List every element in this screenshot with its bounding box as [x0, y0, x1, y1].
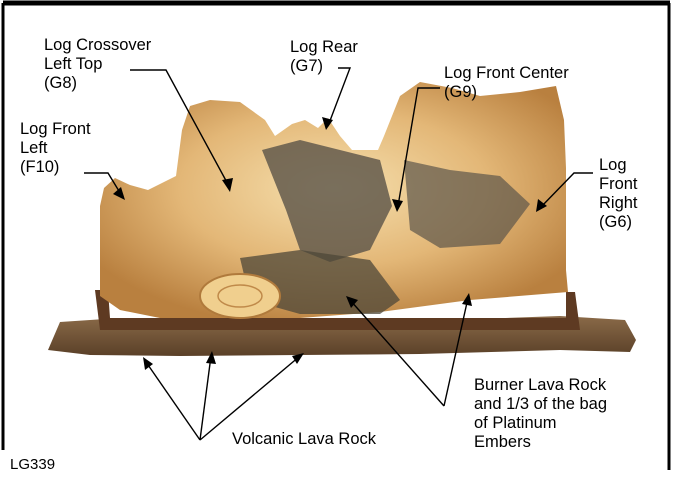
label-log-front-left: Log Front Left (F10)	[20, 120, 91, 177]
arrowhead-volcanic-a	[143, 357, 153, 370]
figure-code: LG339	[10, 455, 55, 474]
label-log-front-right: Log Front Right (G6)	[599, 156, 638, 232]
log-end-grain	[200, 274, 280, 318]
label-line: of Platinum	[474, 414, 607, 433]
label-line: Log Crossover	[44, 36, 151, 55]
label-line: (G7)	[290, 57, 358, 76]
leader-rear	[328, 68, 350, 126]
leader-volcanic-lava-rock-b	[200, 356, 211, 440]
label-line: (G8)	[44, 74, 151, 93]
label-line: Log Rear	[290, 38, 358, 57]
label-line: (G9)	[444, 83, 569, 102]
label-line: Log Front Center	[444, 64, 569, 83]
label-log-front-center: Log Front Center (G9)	[444, 64, 569, 102]
leader-volcanic-lava-rock-c	[200, 356, 300, 440]
label-line: (F10)	[20, 158, 91, 177]
label-burner-lava-rock: Burner Lava Rock and 1/3 of the bag of P…	[474, 376, 607, 452]
label-line: Right	[599, 194, 638, 213]
label-line: Log Front	[20, 120, 91, 139]
label-line: Volcanic Lava Rock	[232, 430, 376, 449]
label-line: Burner Lava Rock	[474, 376, 607, 395]
label-volcanic-lava-rock: Volcanic Lava Rock	[232, 430, 376, 449]
figure-code-text: LG339	[10, 455, 55, 474]
label-line: Embers	[474, 433, 607, 452]
label-line: Log	[599, 156, 638, 175]
label-log-rear: Log Rear (G7)	[290, 38, 358, 76]
label-line: Left Top	[44, 55, 151, 74]
label-line: (G6)	[599, 213, 638, 232]
leader-volcanic-lava-rock-a	[146, 362, 200, 440]
label-line: and 1/3 of the bag	[474, 395, 607, 414]
label-log-crossover-left-top: Log Crossover Left Top (G8)	[44, 36, 151, 93]
label-line: Left	[20, 139, 91, 158]
label-line: Front	[599, 175, 638, 194]
